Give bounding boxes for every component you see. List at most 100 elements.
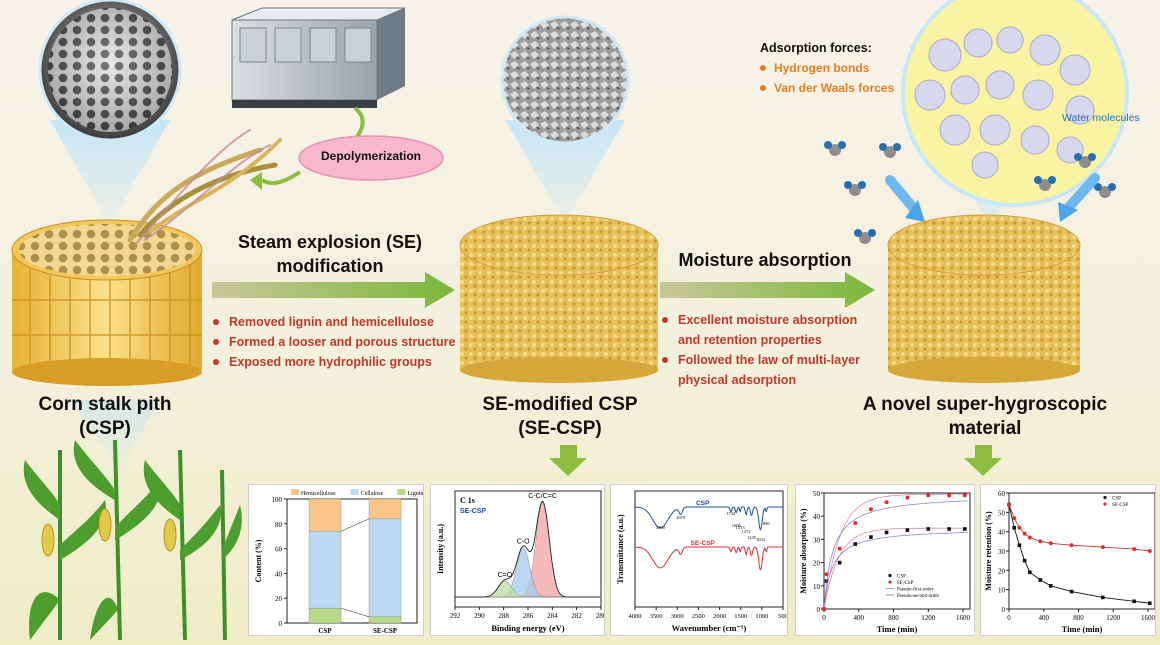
y-tick-label: 30 [813, 536, 821, 544]
x-tick-label: 1200 [1106, 614, 1121, 622]
stage2-title: SE-modified CSP(SE-CSP) [482, 394, 638, 439]
data-point [853, 521, 858, 526]
se-csp-cylinder [459, 214, 659, 383]
y-tick-label: 0 [1002, 606, 1006, 614]
chart-title: C 1s [460, 496, 475, 505]
y-axis-label: Content (%) [254, 539, 263, 582]
connector-line [340, 607, 370, 618]
y-tick-label: 60 [275, 546, 283, 554]
connector-line [340, 518, 370, 532]
legend-label: CSP [1112, 497, 1121, 502]
force-item: Van der Waals forces [760, 78, 894, 98]
x-tick-label: 292 [450, 612, 461, 620]
data-point [837, 546, 842, 551]
y-axis-label: Intensity (a.u.) [436, 524, 445, 574]
data-point [1100, 545, 1105, 550]
data-point [837, 560, 842, 565]
data-point [1038, 578, 1043, 582]
x-tick-label: 1500 [734, 613, 747, 620]
y-tick-label: 80 [275, 521, 283, 529]
y-tick-label: 100 [272, 496, 283, 504]
data-point [853, 542, 858, 546]
legend-label: Lignin [407, 491, 423, 497]
depolymerization-cloud [298, 135, 444, 181]
y-axis-label: Moisture retention (%) [984, 511, 993, 591]
data-point [947, 527, 951, 531]
magnify-cone-1 [50, 120, 170, 225]
sem-image-se-csp [500, 15, 630, 145]
y-tick-label: 50 [813, 490, 821, 498]
data-point [962, 527, 967, 531]
data-point [824, 572, 829, 577]
y-tick-label: 40 [813, 513, 821, 521]
x-tick-label: 286 [523, 612, 534, 620]
data-point [1027, 535, 1032, 540]
x-axis-label: Binding energy (eV) [491, 623, 564, 633]
legend-marker [1103, 502, 1107, 506]
corn-plants-image [23, 400, 242, 641]
csp-cylinder [11, 219, 203, 386]
data-point [905, 495, 910, 500]
process1-label-line1: Steam explosion (SE) [237, 232, 423, 252]
y-tick-label: 0 [279, 620, 283, 628]
y-tick-label: 10 [813, 583, 821, 591]
data-point [1048, 584, 1053, 588]
magnify-cone-2 [505, 120, 625, 222]
band-annotation: 1513 [736, 525, 746, 530]
spectrum-line [635, 506, 783, 531]
bar-segment [368, 518, 402, 617]
water-molecules [824, 141, 1116, 244]
x-tick-label: 282 [571, 612, 582, 620]
x-axis-label: Time (min) [1062, 624, 1103, 634]
legend-label: Pseudo-first-order [897, 588, 934, 593]
bar-segment [368, 616, 402, 624]
x-tick-label: 280 [596, 612, 605, 620]
x-tick-label: 3500 [650, 613, 663, 620]
band-annotation: 2919 [676, 515, 686, 520]
data-point [1022, 558, 1027, 563]
fit-line-first-order [823, 493, 968, 610]
legend-label: SE-CSP [1112, 503, 1129, 508]
x-tick-label: 288 [498, 612, 509, 620]
bar-segment [308, 531, 342, 609]
process1-bullet: Removed lignin and hemicellulose [213, 312, 455, 332]
data-point [926, 493, 931, 498]
process2-bullet-cont: physical adsorption [678, 373, 797, 387]
data-point [1012, 526, 1017, 530]
y-tick-label: 40 [998, 529, 1006, 537]
data-point [868, 507, 873, 512]
band-annotation: 3400 [656, 525, 666, 530]
x-tick-label: 400 [854, 614, 865, 622]
series-label: CSP [696, 500, 710, 507]
band-annotation: 896 [763, 521, 771, 526]
y-tick-label: 40 [275, 570, 283, 578]
fit-line-first-order [823, 527, 968, 610]
process2-bullet: Excellent moisture absorption [662, 310, 860, 330]
peak-label: C-C/C=C [528, 493, 557, 500]
process1-bullets: Removed lignin and hemicellulose Formed … [213, 312, 455, 372]
y-tick-label: 10 [998, 587, 1006, 595]
legend-marker [888, 573, 892, 578]
y-tick-label: 30 [998, 548, 1006, 556]
data-point [926, 527, 931, 531]
data-point [884, 500, 889, 505]
x-tick-label: 284 [547, 612, 558, 620]
data-point [1101, 595, 1105, 600]
plot-frame [1008, 492, 1155, 610]
arrow-down-3 [964, 445, 1002, 476]
arrow-moisture-absorption [660, 272, 875, 308]
series-label: SE-CSP [691, 540, 716, 547]
peak-label: C-O [517, 539, 530, 546]
band-annotation: 1606 [732, 523, 742, 528]
data-point [1007, 502, 1011, 507]
x-tick-label: 2500 [692, 613, 705, 620]
arrow-se-modification [212, 272, 455, 308]
process2-bullet-cont: and retention properties [678, 333, 822, 347]
peak-label: C=O [498, 572, 513, 579]
legend-swatch [350, 489, 359, 495]
stage1-title: Corn stalk pith(CSP) [38, 394, 172, 439]
adsorption-forces: Adsorption forces: Hydrogen bonds Van de… [760, 38, 894, 98]
